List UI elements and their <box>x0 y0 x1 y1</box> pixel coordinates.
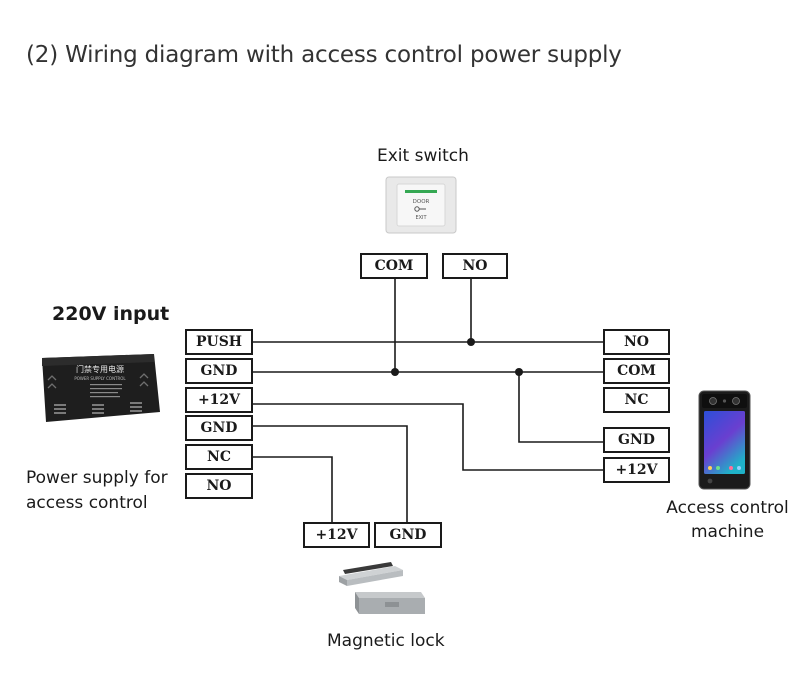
wire-12v-to-machine <box>252 403 604 471</box>
exit-switch-image: DOOR EXIT <box>385 176 457 234</box>
psu-no-terminal: NO <box>185 473 253 499</box>
power-supply-image: 门禁专用电源 POWER SUPPLY CONTROL <box>42 354 160 422</box>
access-control-machine-image <box>698 390 751 490</box>
psu-12v-terminal: +12V <box>185 387 253 413</box>
wire-nc-to-lock <box>252 456 333 523</box>
exit-button-text-exit: EXIT <box>415 215 427 221</box>
access-machine-caption: Access control machine <box>666 498 789 542</box>
junction-dot <box>515 368 523 376</box>
lock-12v-terminal: +12V <box>303 522 370 548</box>
psu-gnd2-terminal: GND <box>185 415 253 441</box>
machine-no-terminal: NO <box>603 329 670 355</box>
machine-com-terminal: COM <box>603 358 670 384</box>
exit-button-text-door: DOOR <box>413 199 430 205</box>
psu-nc-terminal: NC <box>185 444 253 470</box>
psu-label-cn: 门禁专用电源 <box>76 364 124 374</box>
machine-12v-terminal: +12V <box>603 457 670 483</box>
psu-gnd-terminal: GND <box>185 358 253 384</box>
machine-nc-terminal: NC <box>603 387 670 413</box>
lock-gnd-terminal: GND <box>374 522 442 548</box>
exit-no-terminal: NO <box>442 253 508 279</box>
exit-switch-caption: Exit switch <box>377 146 469 166</box>
magnetic-lock-image <box>339 562 425 614</box>
page-title: (2) Wiring diagram with access control p… <box>26 42 622 68</box>
junction-dot <box>391 368 399 376</box>
junction-dot <box>467 338 475 346</box>
psu-label-en: POWER SUPPLY CONTROL <box>74 376 126 381</box>
magnetic-lock-caption: Magnetic lock <box>327 631 445 651</box>
wire-gnd-to-lock <box>252 425 408 523</box>
wire-gnd-to-machine-gnd <box>518 372 604 443</box>
input-220v-caption: 220V input <box>52 303 170 325</box>
psu-push-terminal: PUSH <box>185 329 253 355</box>
exit-com-terminal: COM <box>360 253 428 279</box>
power-supply-caption: Power supply for access control <box>26 468 168 513</box>
machine-gnd-terminal: GND <box>603 427 670 453</box>
